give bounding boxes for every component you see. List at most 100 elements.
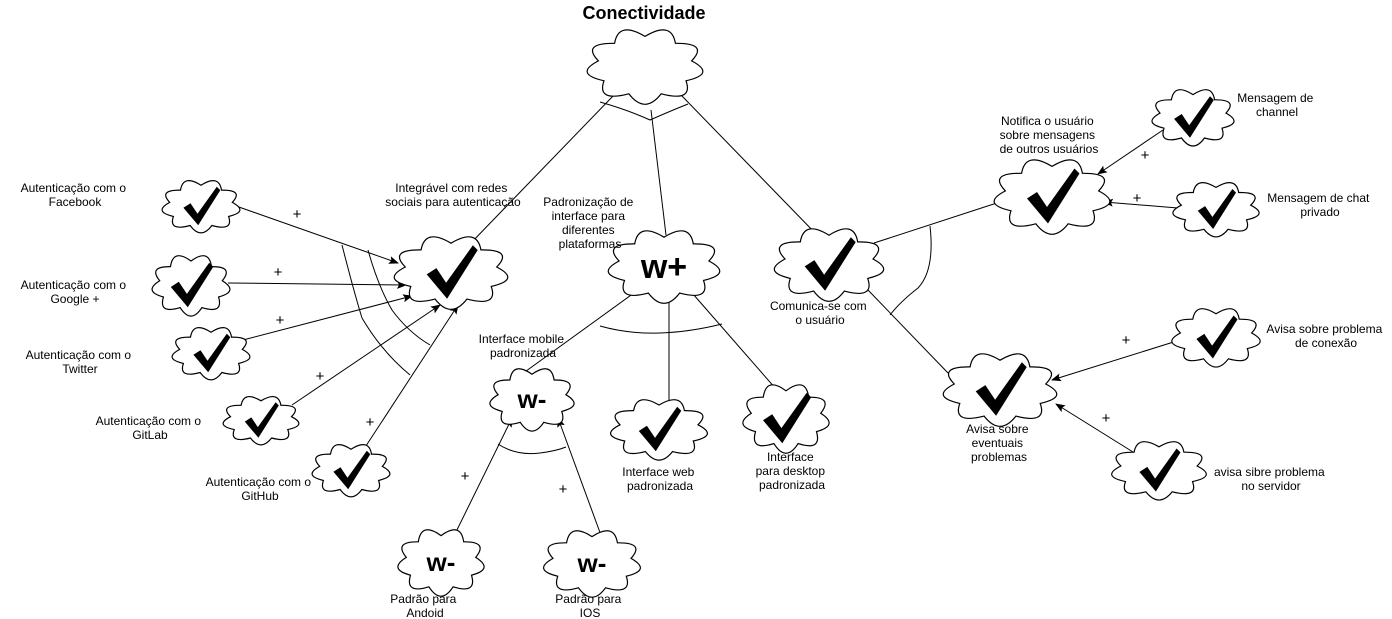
cloud-shape	[311, 444, 391, 498]
arrow-github	[361, 304, 459, 453]
label-ios: Padrão para IOS	[555, 592, 624, 619]
goal-interface: w+	[607, 230, 721, 304]
and-arc-root	[599, 101, 689, 121]
plus-ios: +	[559, 481, 568, 498]
satisfaction-symbol: w+	[640, 248, 687, 286]
arrow-channel	[1097, 129, 1164, 175]
check-icon	[1139, 448, 1181, 492]
arrow-gitlab	[291, 304, 441, 406]
arrow-google	[227, 280, 407, 289]
plus-android: +	[461, 468, 470, 485]
cloud-shape	[151, 255, 231, 317]
check-icon	[1174, 96, 1214, 138]
arrow-twitter	[242, 294, 413, 341]
edge-root-social	[467, 94, 615, 247]
goal-connection	[1171, 308, 1261, 368]
goal-android: w-	[397, 529, 485, 597]
arrow-server	[1055, 403, 1134, 453]
label-private: Mensagem de chat privado	[1267, 191, 1372, 219]
check-icon	[193, 333, 231, 373]
check-icon	[638, 406, 682, 452]
goal-private	[1172, 182, 1260, 238]
cloud-shape	[942, 353, 1058, 427]
contribution-arrows	[227, 129, 1181, 539]
goal-desktop	[742, 384, 830, 454]
plus-channel: +	[1141, 147, 1150, 164]
cloud-shape	[171, 327, 251, 381]
label-twitter: Autenticação com o Twitter	[26, 348, 135, 376]
label-gitlab: Autenticação com o GitLab	[96, 414, 205, 442]
goal-facebook	[161, 180, 241, 234]
plus-gitlab: +	[316, 368, 325, 385]
satisfaction-symbol: w-	[517, 384, 547, 414]
label-google: Autenticação com o Google +	[21, 278, 130, 306]
label-github: Autenticação com o GitHub	[206, 475, 315, 503]
edge-root-communicate	[680, 94, 819, 237]
cloud-shape	[610, 399, 708, 461]
check-icon	[763, 392, 812, 444]
edge-root-interface	[650, 109, 667, 236]
goal-web	[610, 399, 708, 461]
goal-communicate	[773, 228, 885, 302]
cloud-shape	[1171, 308, 1261, 368]
cloud-shape	[393, 236, 509, 310]
check-icon	[1196, 315, 1238, 359]
goal-warn	[942, 353, 1058, 427]
cloud-shape	[773, 228, 885, 302]
cloud-shape	[1111, 441, 1207, 501]
goal-server	[1111, 441, 1207, 501]
or-arc-social-1	[341, 244, 411, 376]
cloud-shape	[543, 530, 641, 598]
arrow-android	[452, 417, 513, 539]
goal-social	[393, 236, 509, 310]
label-social: Integrável com redes sociais para autent…	[385, 181, 521, 209]
goal-google	[151, 255, 231, 317]
label-server: avisa sibre problema no servidor	[1214, 465, 1328, 493]
edge-interface-mobile	[521, 289, 639, 375]
check-icon	[170, 262, 214, 308]
and-arc-communicate	[889, 225, 932, 316]
check-icon	[804, 237, 856, 291]
plus-twitter: +	[276, 312, 285, 329]
cloud-shape	[1151, 89, 1235, 147]
plus-facebook: +	[293, 206, 302, 223]
plus-github: +	[366, 414, 375, 431]
edge-interface-desktop	[692, 293, 777, 390]
cloud-shape	[489, 368, 575, 432]
and-arc-mobile	[497, 443, 567, 455]
label-desktop: Interface para desktop padronizada	[756, 450, 829, 492]
check-icon	[244, 402, 279, 438]
cloud-shape	[222, 396, 300, 446]
and-arc-interface	[599, 323, 723, 334]
check-icon	[975, 362, 1027, 416]
contribution-labels: + + + + + + + + + + +	[274, 147, 1150, 498]
label-communicate: Comunica-se com o usuário	[770, 299, 870, 327]
goal-github	[311, 444, 391, 498]
cloud-shape	[586, 29, 704, 105]
arrow-private	[1103, 198, 1179, 209]
satisfaction-symbol: w-	[426, 547, 456, 577]
cloud-shape	[742, 384, 830, 454]
arrow-ios	[557, 417, 603, 539]
goal-notify	[993, 159, 1111, 235]
goal-channel	[1151, 89, 1235, 147]
cloud-shape	[993, 159, 1111, 235]
label-interface: Padronização de interface para diferente…	[543, 195, 636, 251]
label-warn: Avisa sobre eventuais problemas	[966, 422, 1032, 464]
arrow-facebook	[235, 205, 399, 264]
goal-ios: w-	[543, 530, 641, 598]
label-connection: Avisa sobre problema de conexão	[1266, 322, 1385, 350]
goal-twitter	[171, 327, 251, 381]
goal-nodes: w+ w-w-w-	[151, 29, 1261, 598]
goal-labels: Integrável com redes sociais para autent…	[21, 91, 1385, 619]
plus-private: +	[1133, 190, 1142, 207]
label-facebook: Autenticação com o Facebook	[21, 181, 130, 209]
plus-google: +	[274, 264, 283, 281]
goal-root	[586, 29, 704, 105]
goal-gitlab	[222, 396, 300, 446]
plus-connection: +	[1122, 332, 1131, 349]
label-channel: Mensagem de channel	[1237, 91, 1316, 119]
check-icon	[426, 245, 478, 299]
satisfaction-symbol: w-	[577, 548, 607, 578]
